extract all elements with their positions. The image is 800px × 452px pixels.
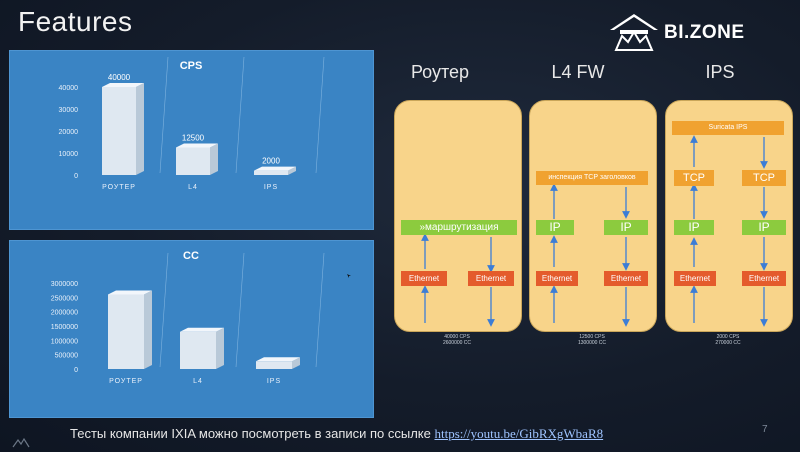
tcp-inspection-box: инспекция TCP заголовков	[536, 171, 648, 185]
l4fw-stat-cc: 1300000 CC	[577, 340, 607, 346]
ip-box-left: IP	[674, 220, 714, 235]
y-tick-label: 3000000	[51, 281, 78, 288]
bar-top	[108, 290, 152, 295]
ips-stat-cc: 270000 CC	[715, 340, 741, 346]
ethernet-box-right: Ethernet	[604, 271, 648, 286]
ips-stats: 2000 CPS 270000 CC	[668, 334, 788, 346]
y-tick-label: 40000	[59, 85, 79, 92]
page-number: 7	[762, 424, 768, 435]
y-tick-label: 10000	[59, 151, 79, 158]
l4fw-panel: инспекция TCP заголовков IP IP Ethernet …	[529, 100, 657, 332]
router-stat-cps: 40000 CPS	[444, 334, 470, 340]
y-tick-label: 1000000	[51, 338, 78, 345]
y-tick-label: 30000	[59, 107, 79, 114]
category-label: РОУТЕР	[109, 378, 143, 385]
bar	[180, 331, 216, 369]
routing-label: маршрутизация	[425, 222, 499, 233]
router-panel: »маршрутизация Ethernet Ethernet	[394, 100, 522, 332]
y-tick-label: 0	[74, 173, 78, 180]
category-label: IPS	[267, 378, 281, 385]
category-label: L4	[188, 184, 198, 191]
router-stat-cc: 2600000 CC	[442, 340, 472, 346]
category-label: IPS	[264, 184, 278, 191]
data-label: 2000	[262, 157, 280, 166]
y-tick-label: 500000	[55, 353, 78, 360]
bizone-logo-icon	[610, 14, 658, 51]
bar-side	[144, 290, 152, 369]
y-tick-label: 20000	[59, 129, 79, 136]
ip-box-right: IP	[604, 220, 648, 235]
ethernet-box-left: Ethernet	[674, 271, 716, 286]
grid-wall-line	[235, 56, 245, 174]
slide-title: Features	[18, 6, 133, 37]
heading-l4fw: L4 FW	[551, 62, 605, 82]
mouse-cursor-icon	[347, 274, 351, 278]
logo-text: BI.ZONE	[664, 22, 745, 43]
bizone-logo: BI.ZONE	[608, 12, 778, 52]
grid-wall-line	[315, 252, 325, 368]
y-tick-label: 0	[74, 367, 78, 374]
tcp-box-right: TCP	[742, 170, 786, 186]
cc-chart: CC 0 500000 1000000 1500000 2000000 2500000 300…	[9, 240, 374, 418]
bar-side	[136, 83, 144, 175]
footer-text: Тесты компании IXIA можно посмотреть в з…	[70, 426, 435, 441]
bar-side	[288, 166, 296, 175]
bar-top	[176, 143, 218, 148]
mountain-icon	[12, 437, 30, 448]
youtube-link[interactable]: https://youtu.be/GibRXgWbaR8	[434, 426, 604, 441]
grid-wall-line	[159, 252, 169, 368]
data-label: 40000	[108, 73, 131, 82]
l4fw-stat-cps: 12500 CPS	[579, 334, 605, 340]
bar	[102, 87, 136, 175]
y-tick-label: 2500000	[51, 295, 78, 302]
bar-side	[216, 327, 224, 369]
chart-title: CPS	[180, 60, 203, 72]
l4fw-arrows	[550, 183, 630, 327]
tcp-box-left: TCP	[674, 170, 714, 186]
category-label: L4	[193, 378, 203, 385]
bar	[256, 361, 292, 369]
ips-panel: Suricata IPS TCP TCP IP IP Ethernet Ethe…	[665, 100, 793, 332]
y-tick-label: 2000000	[51, 310, 78, 317]
router-arrows	[421, 233, 495, 327]
y-tick-label: 1500000	[51, 324, 78, 331]
bar	[108, 294, 144, 369]
bar-top	[254, 166, 296, 171]
footer-note: Тесты компании IXIA можно посмотреть в з…	[70, 426, 603, 442]
ethernet-box-right: Ethernet	[468, 271, 514, 286]
ethernet-box-left: Ethernet	[536, 271, 578, 286]
grid-wall-line	[235, 252, 245, 368]
data-label: 12500	[182, 134, 205, 143]
bar-top	[180, 327, 224, 332]
bar	[254, 170, 288, 175]
chart-title: CC	[183, 250, 199, 262]
router-stats: 40000 CPS 2600000 CC	[397, 334, 517, 346]
ethernet-box-right: Ethernet	[742, 271, 786, 286]
bar-top	[256, 357, 300, 362]
suricata-box: Suricata IPS	[672, 121, 784, 135]
heading-ips: IPS	[705, 62, 735, 82]
ips-stat-cps: 2000 CPS	[716, 334, 740, 340]
routing-prefix: »	[419, 222, 426, 233]
bar	[176, 147, 210, 175]
grid-wall-line	[159, 56, 169, 174]
ips-arrows	[690, 135, 768, 327]
bar-side	[292, 357, 300, 369]
heading-router: Роутер	[410, 62, 470, 82]
ip-box-left: IP	[536, 220, 574, 235]
grid-wall-line	[315, 56, 325, 174]
ethernet-box-left: Ethernet	[401, 271, 447, 286]
bar-side	[210, 143, 218, 175]
ip-box-right: IP	[742, 220, 786, 235]
category-label: РОУТЕР	[102, 184, 136, 191]
routing-box: »маршрутизация	[401, 220, 517, 235]
l4fw-stats: 12500 CPS 1300000 CC	[532, 334, 652, 346]
cc-chart-svg: CC 0 500000 1000000 1500000 2000000 2500000 300…	[51, 250, 325, 385]
bar-top	[102, 83, 144, 87]
